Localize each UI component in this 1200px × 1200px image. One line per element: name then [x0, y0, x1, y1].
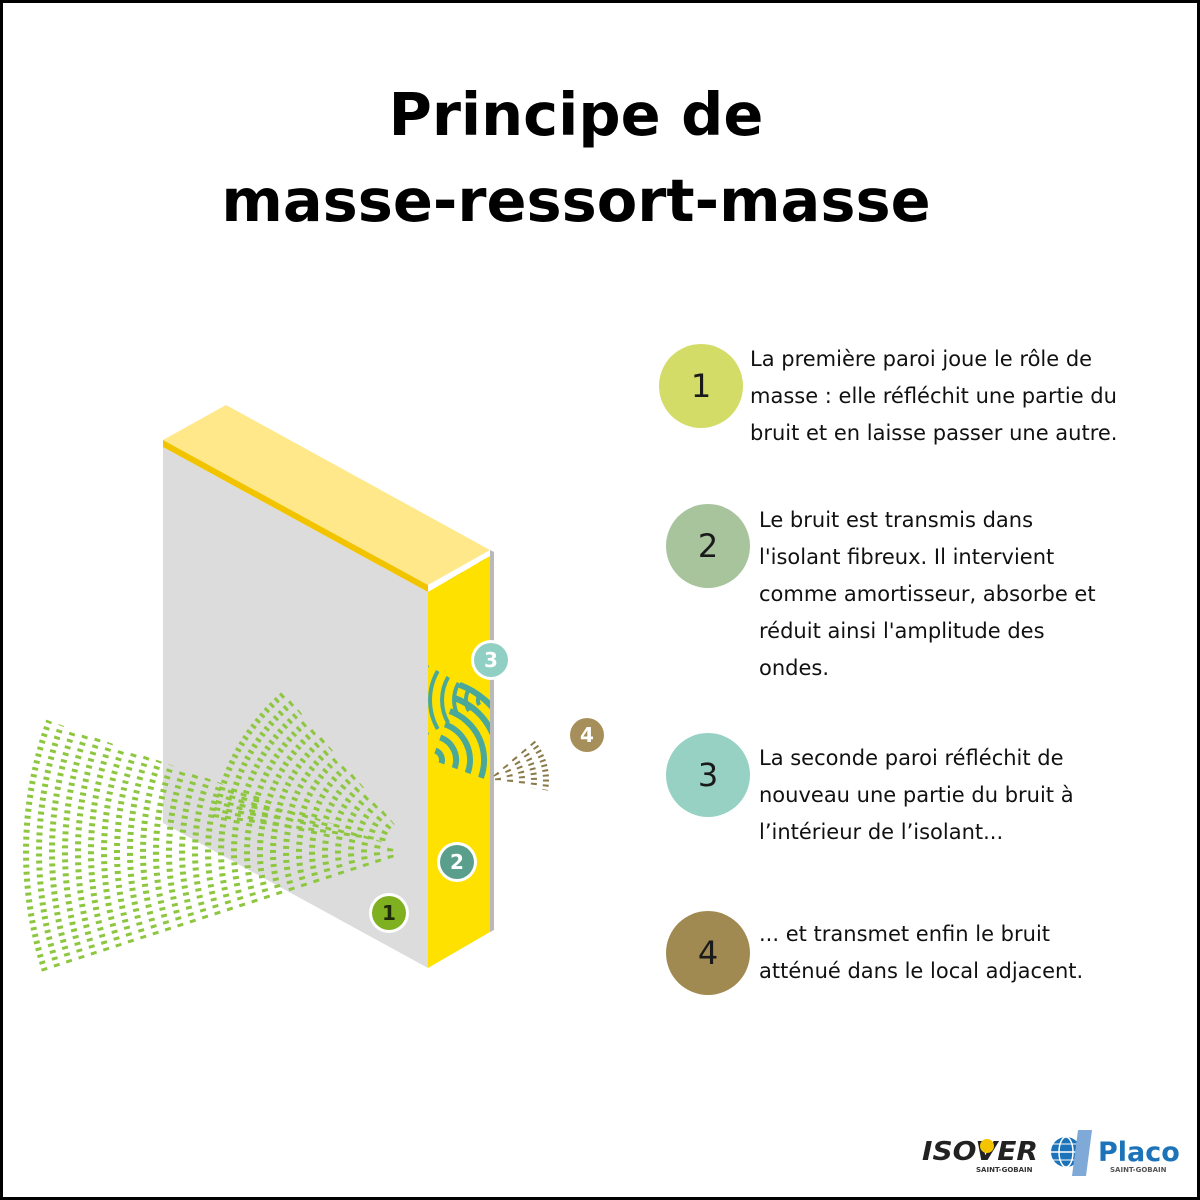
- wavesIncident-arc: [230, 790, 248, 908]
- diagram-marker-2-label: 2: [450, 850, 464, 874]
- isover-logo-subtitle: SAINT-GOBAIN: [976, 1166, 1033, 1174]
- diagram-marker-2: 2: [437, 842, 477, 882]
- wavesIncident-arc: [101, 746, 126, 948]
- wavesIncident-arc: [152, 764, 175, 932]
- wavesIncident-arc: [205, 781, 224, 916]
- wavesTeal-arc: [443, 721, 473, 775]
- wavesIncident-arc: [308, 764, 349, 832]
- wavesIncident-arc: [165, 768, 187, 928]
- wavesIncident-arc: [367, 810, 388, 840]
- diagram-marker-3: 3: [471, 640, 511, 680]
- isover-logo: ISOVER SAINT-GOBAIN: [922, 1137, 1038, 1174]
- wavesBrown-arc: [502, 763, 514, 785]
- wavesIncident-arc: [272, 737, 326, 827]
- wavesIncident-arc: [212, 691, 287, 818]
- wavesIncident-arc: [343, 792, 372, 837]
- wavesTeal-arc: [463, 688, 471, 712]
- step-3-badge: 3: [666, 733, 750, 817]
- wavesIncident-arc: [361, 835, 370, 868]
- title-line-2: masse-ressort-masse: [221, 166, 931, 235]
- title-line-1: Principe de: [388, 80, 764, 149]
- wall-front-face: [163, 447, 428, 968]
- diagram-marker-1: 1: [369, 893, 409, 933]
- isover-logo-text: ISOVER: [922, 1137, 1038, 1167]
- wavesBrown-arc: [493, 771, 501, 783]
- wavesIncident-arc: [335, 826, 346, 876]
- wavesBrown-arc: [511, 756, 525, 787]
- wavesIncident-arc: [248, 718, 310, 823]
- placo-logo-text: Placo: [1098, 1137, 1180, 1168]
- wavesIncident-arc: [355, 801, 380, 839]
- wavesIncident-arc: [256, 799, 272, 900]
- wavesIncident-arc: [387, 844, 395, 860]
- wavesIncident-arc: [295, 812, 309, 888]
- wavesTeal-arc: [440, 676, 450, 724]
- wavesIncident-arc: [260, 727, 318, 825]
- wavesIncident-arc: [322, 821, 333, 880]
- wavesIncident-arc: [140, 759, 162, 936]
- wavesIncident-arc: [296, 755, 341, 830]
- wavesIncident-arc: [114, 750, 138, 944]
- wave-brown-transmitted: [493, 740, 549, 791]
- wavesIncident-arc: [270, 804, 285, 896]
- wavesTeal-arc: [428, 670, 440, 730]
- wavesIncident-arc: [127, 755, 150, 940]
- wavesIncident-arc: [331, 782, 364, 835]
- brand-logos: ISOVER SAINT-GOBAIN Placo SAINT-GOBAIN: [922, 1130, 1180, 1176]
- wavesIncident-arc: [74, 737, 101, 956]
- wave-green-incident: [23, 691, 395, 972]
- wall-top-edge: [163, 405, 490, 585]
- wavesTeal-arc: [475, 694, 482, 706]
- wavesIncident-arc: [379, 819, 395, 842]
- step-3-number: 3: [697, 756, 719, 794]
- wall-top-stripe: [163, 440, 428, 592]
- wall-side-shadow: [490, 550, 494, 932]
- wavesIncident-arc: [374, 839, 382, 864]
- wavesBrown-arc: [520, 748, 537, 789]
- wavesIncident-arc: [236, 709, 303, 822]
- wavesIncident-arc: [62, 732, 89, 960]
- diagram-marker-4-label: 4: [580, 723, 594, 747]
- placo-logo-subtitle: SAINT-GOBAIN: [1110, 1166, 1167, 1174]
- wavesIncident-arc: [36, 724, 65, 968]
- step-4-number: 4: [697, 934, 719, 972]
- page-title: Principe de masse-ressort-masse: [0, 72, 1152, 244]
- wavesIncident-arc: [87, 741, 114, 952]
- step-1-number: 1: [690, 367, 712, 405]
- step-3-text: La seconde paroi réfléchit de nouveau un…: [759, 746, 1074, 844]
- step-4-text: ... et transmet enfin le bruit atténué d…: [759, 922, 1084, 983]
- wavesBrown-arc: [530, 740, 549, 791]
- step-4-badge: 4: [666, 911, 750, 995]
- wavesIncident-arc: [192, 777, 211, 920]
- wave-teal-cavity: [428, 664, 490, 789]
- diagram-marker-3-label: 3: [484, 648, 498, 672]
- wall-illustration: 1 2 3 4: [23, 405, 607, 972]
- wavesTeal-arc: [438, 734, 460, 770]
- wavesTeal-arc: [452, 682, 461, 718]
- step-1-badge: 1: [659, 344, 743, 428]
- wavesIncident-arc: [224, 700, 295, 820]
- step-1-text: La première paroi joue le rôle de masse …: [750, 347, 1118, 445]
- diagram-marker-4: 4: [567, 715, 607, 755]
- placo-logo: Placo SAINT-GOBAIN: [1051, 1130, 1180, 1176]
- wavesTeal-arc: [434, 747, 445, 765]
- step-2-badge: 2: [666, 504, 750, 588]
- wavesIncident-arc: [284, 746, 333, 828]
- wavesIncident-arc: [179, 772, 199, 924]
- diagram-marker-1-label: 1: [382, 901, 396, 925]
- wavesIncident-arc: [283, 808, 297, 892]
- step-2-text: Le bruit est transmis dans l'isolant fib…: [759, 508, 1096, 680]
- wavesIncident-arc: [49, 728, 77, 964]
- wavesIncident-arc: [23, 719, 53, 972]
- step-2-number: 2: [697, 527, 719, 565]
- wavesIncident-arc: [348, 830, 358, 872]
- wavesTeal-arc: [458, 681, 490, 789]
